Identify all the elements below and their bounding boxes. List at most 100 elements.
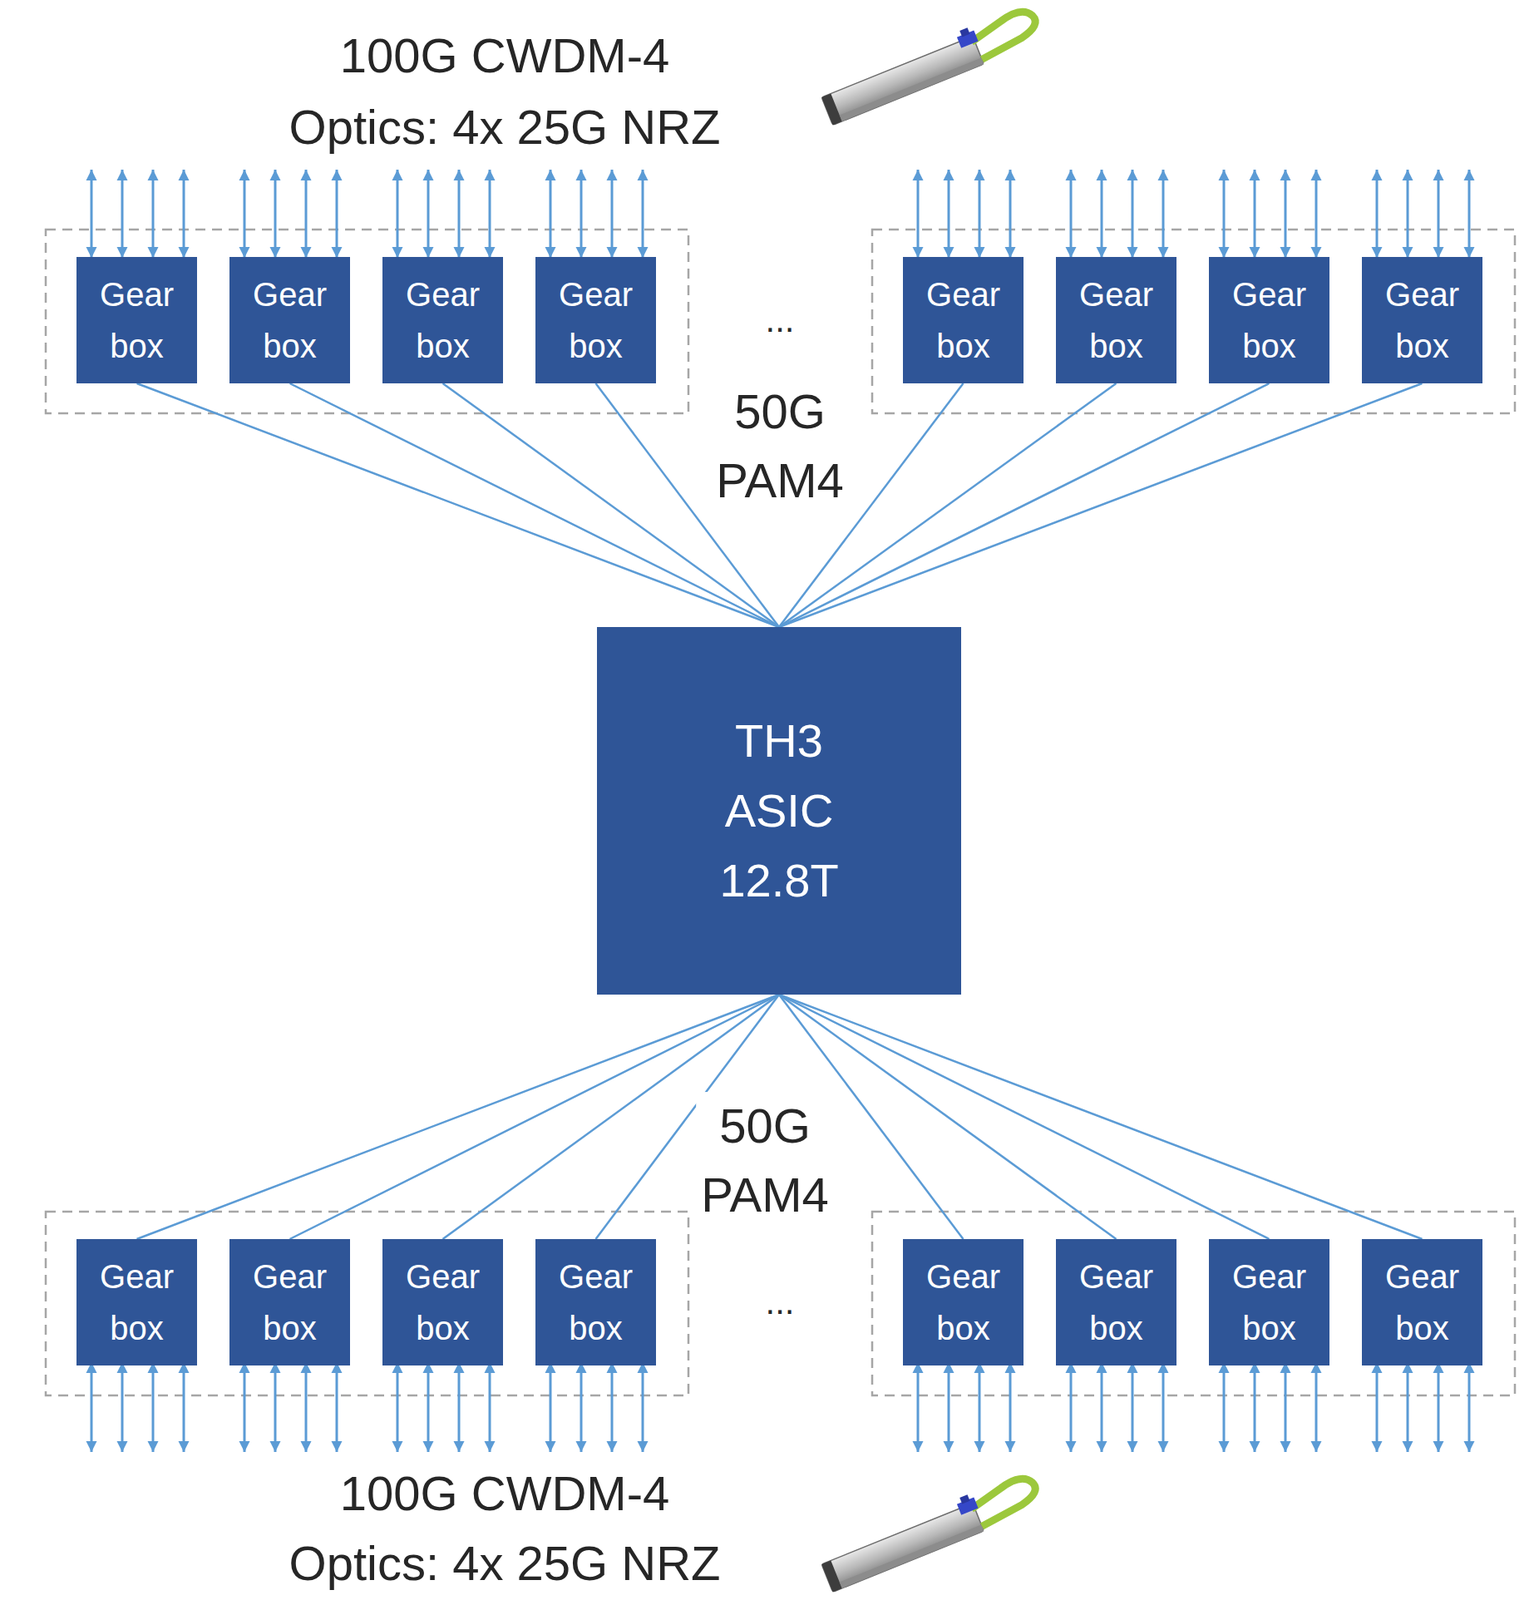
lane-arrow <box>152 169 155 258</box>
lane-arrow <box>396 169 400 258</box>
gearbox: Gear box <box>1361 256 1483 384</box>
lane-arrow <box>1406 1361 1410 1452</box>
gearbox: Gear box <box>1208 1238 1330 1366</box>
ellipsis: ... <box>764 299 795 341</box>
gearbox: Gear box <box>1361 1238 1483 1366</box>
lane-arrow <box>1131 169 1135 258</box>
node-text: Gear box <box>1079 268 1154 372</box>
lane-arrow <box>1009 1361 1012 1452</box>
node-text: Gear box <box>1385 1250 1460 1354</box>
lane-arrow <box>458 169 461 258</box>
transceiver-module <box>818 3 1044 126</box>
title-text: 100G CWDM-4 <box>340 26 670 85</box>
lane-arrow <box>1468 169 1471 258</box>
lane-arrow <box>549 1361 553 1452</box>
lane-arrow <box>90 169 94 258</box>
signal-label: 50G PAM4 <box>695 1091 834 1230</box>
node-text: Gear box <box>405 268 480 372</box>
link-line <box>779 994 1423 1239</box>
lane-arrow <box>580 169 583 258</box>
transceiver-module <box>818 1469 1044 1593</box>
lane-arrow <box>978 169 982 258</box>
latch <box>959 1494 970 1504</box>
lane-arrows <box>91 169 1470 1452</box>
lane-arrow <box>1253 169 1257 258</box>
ellipsis: ... <box>764 1281 795 1323</box>
node-text: Gear box <box>1232 1250 1307 1354</box>
module-body <box>821 1503 984 1593</box>
lane-arrow <box>549 169 553 258</box>
title-text: Optics: 4x 25G NRZ <box>289 1534 721 1593</box>
lane-arrow <box>1406 169 1410 258</box>
gearbox: Gear box <box>902 1238 1024 1366</box>
lane-arrow <box>580 1361 583 1452</box>
group-outline <box>45 1211 689 1396</box>
lane-arrow <box>1315 169 1318 258</box>
node-text: TH3 ASIC 12.8T <box>719 705 839 916</box>
lane-arrow <box>1315 1361 1318 1452</box>
lane-arrow <box>396 1361 400 1452</box>
lane-arrow <box>641 169 645 258</box>
lane-arrow <box>917 169 920 258</box>
lane-arrow <box>1100 169 1104 258</box>
node-text: Gear box <box>558 268 633 372</box>
node-text: Gear box <box>1385 268 1460 372</box>
gearbox: Gear box <box>229 1238 351 1366</box>
lane-arrow <box>1070 169 1073 258</box>
gearbox: Gear box <box>382 1238 504 1366</box>
lane-arrow <box>335 1361 339 1452</box>
lane-arrow <box>427 1361 430 1452</box>
lane-arrow <box>274 169 277 258</box>
node-text: Gear box <box>1079 1250 1154 1354</box>
link-line <box>779 383 1270 627</box>
gearbox: Gear box <box>76 256 198 384</box>
lane-arrow <box>1162 1361 1165 1452</box>
pull-tab <box>967 1474 1042 1528</box>
lane-arrow <box>611 1361 614 1452</box>
link-line <box>290 383 780 627</box>
lane-arrow <box>1223 169 1226 258</box>
module-connector <box>821 93 843 126</box>
link-line <box>137 383 780 627</box>
lane-arrow <box>488 1361 492 1452</box>
lane-arrow <box>978 1361 982 1452</box>
lane-arrow <box>1468 1361 1471 1452</box>
lane-arrow <box>458 1361 461 1452</box>
lane-arrow <box>488 169 492 258</box>
node-text: Gear box <box>99 1250 174 1354</box>
gearbox: Gear box <box>382 256 504 384</box>
lane-arrow <box>152 1361 155 1452</box>
lane-arrow <box>1223 1361 1226 1452</box>
gearbox: Gear box <box>902 256 1024 384</box>
lane-arrow <box>1131 1361 1135 1452</box>
node-text: Gear box <box>926 1250 1001 1354</box>
module-shade <box>839 1524 985 1589</box>
lane-arrow <box>1253 1361 1257 1452</box>
lane-arrow <box>611 169 614 258</box>
gearbox: Gear box <box>1055 256 1177 384</box>
link-line <box>779 994 1270 1239</box>
lane-arrow <box>121 169 124 258</box>
lane-arrow <box>947 1361 951 1452</box>
module-shade <box>839 58 985 122</box>
lane-arrow <box>182 1361 186 1452</box>
pull-tab <box>967 7 1042 61</box>
lane-arrow <box>1437 1361 1441 1452</box>
lane-arrow <box>1162 169 1165 258</box>
lane-arrow <box>1376 169 1379 258</box>
lane-arrow <box>1376 1361 1379 1452</box>
module-connector <box>821 1560 843 1593</box>
lane-arrow <box>121 1361 124 1452</box>
lane-arrow <box>1437 169 1441 258</box>
gearbox: Gear box <box>1055 1238 1177 1366</box>
node-text: Gear box <box>252 268 327 372</box>
lane-arrow <box>1284 169 1288 258</box>
lane-arrow <box>427 169 430 258</box>
lane-arrow <box>305 1361 308 1452</box>
gearbox: Gear box <box>229 256 351 384</box>
gearbox: Gear box <box>76 1238 198 1366</box>
lane-arrow <box>1100 1361 1104 1452</box>
link-line <box>137 994 780 1239</box>
node-text: Gear box <box>99 268 174 372</box>
lane-arrow <box>182 169 186 258</box>
